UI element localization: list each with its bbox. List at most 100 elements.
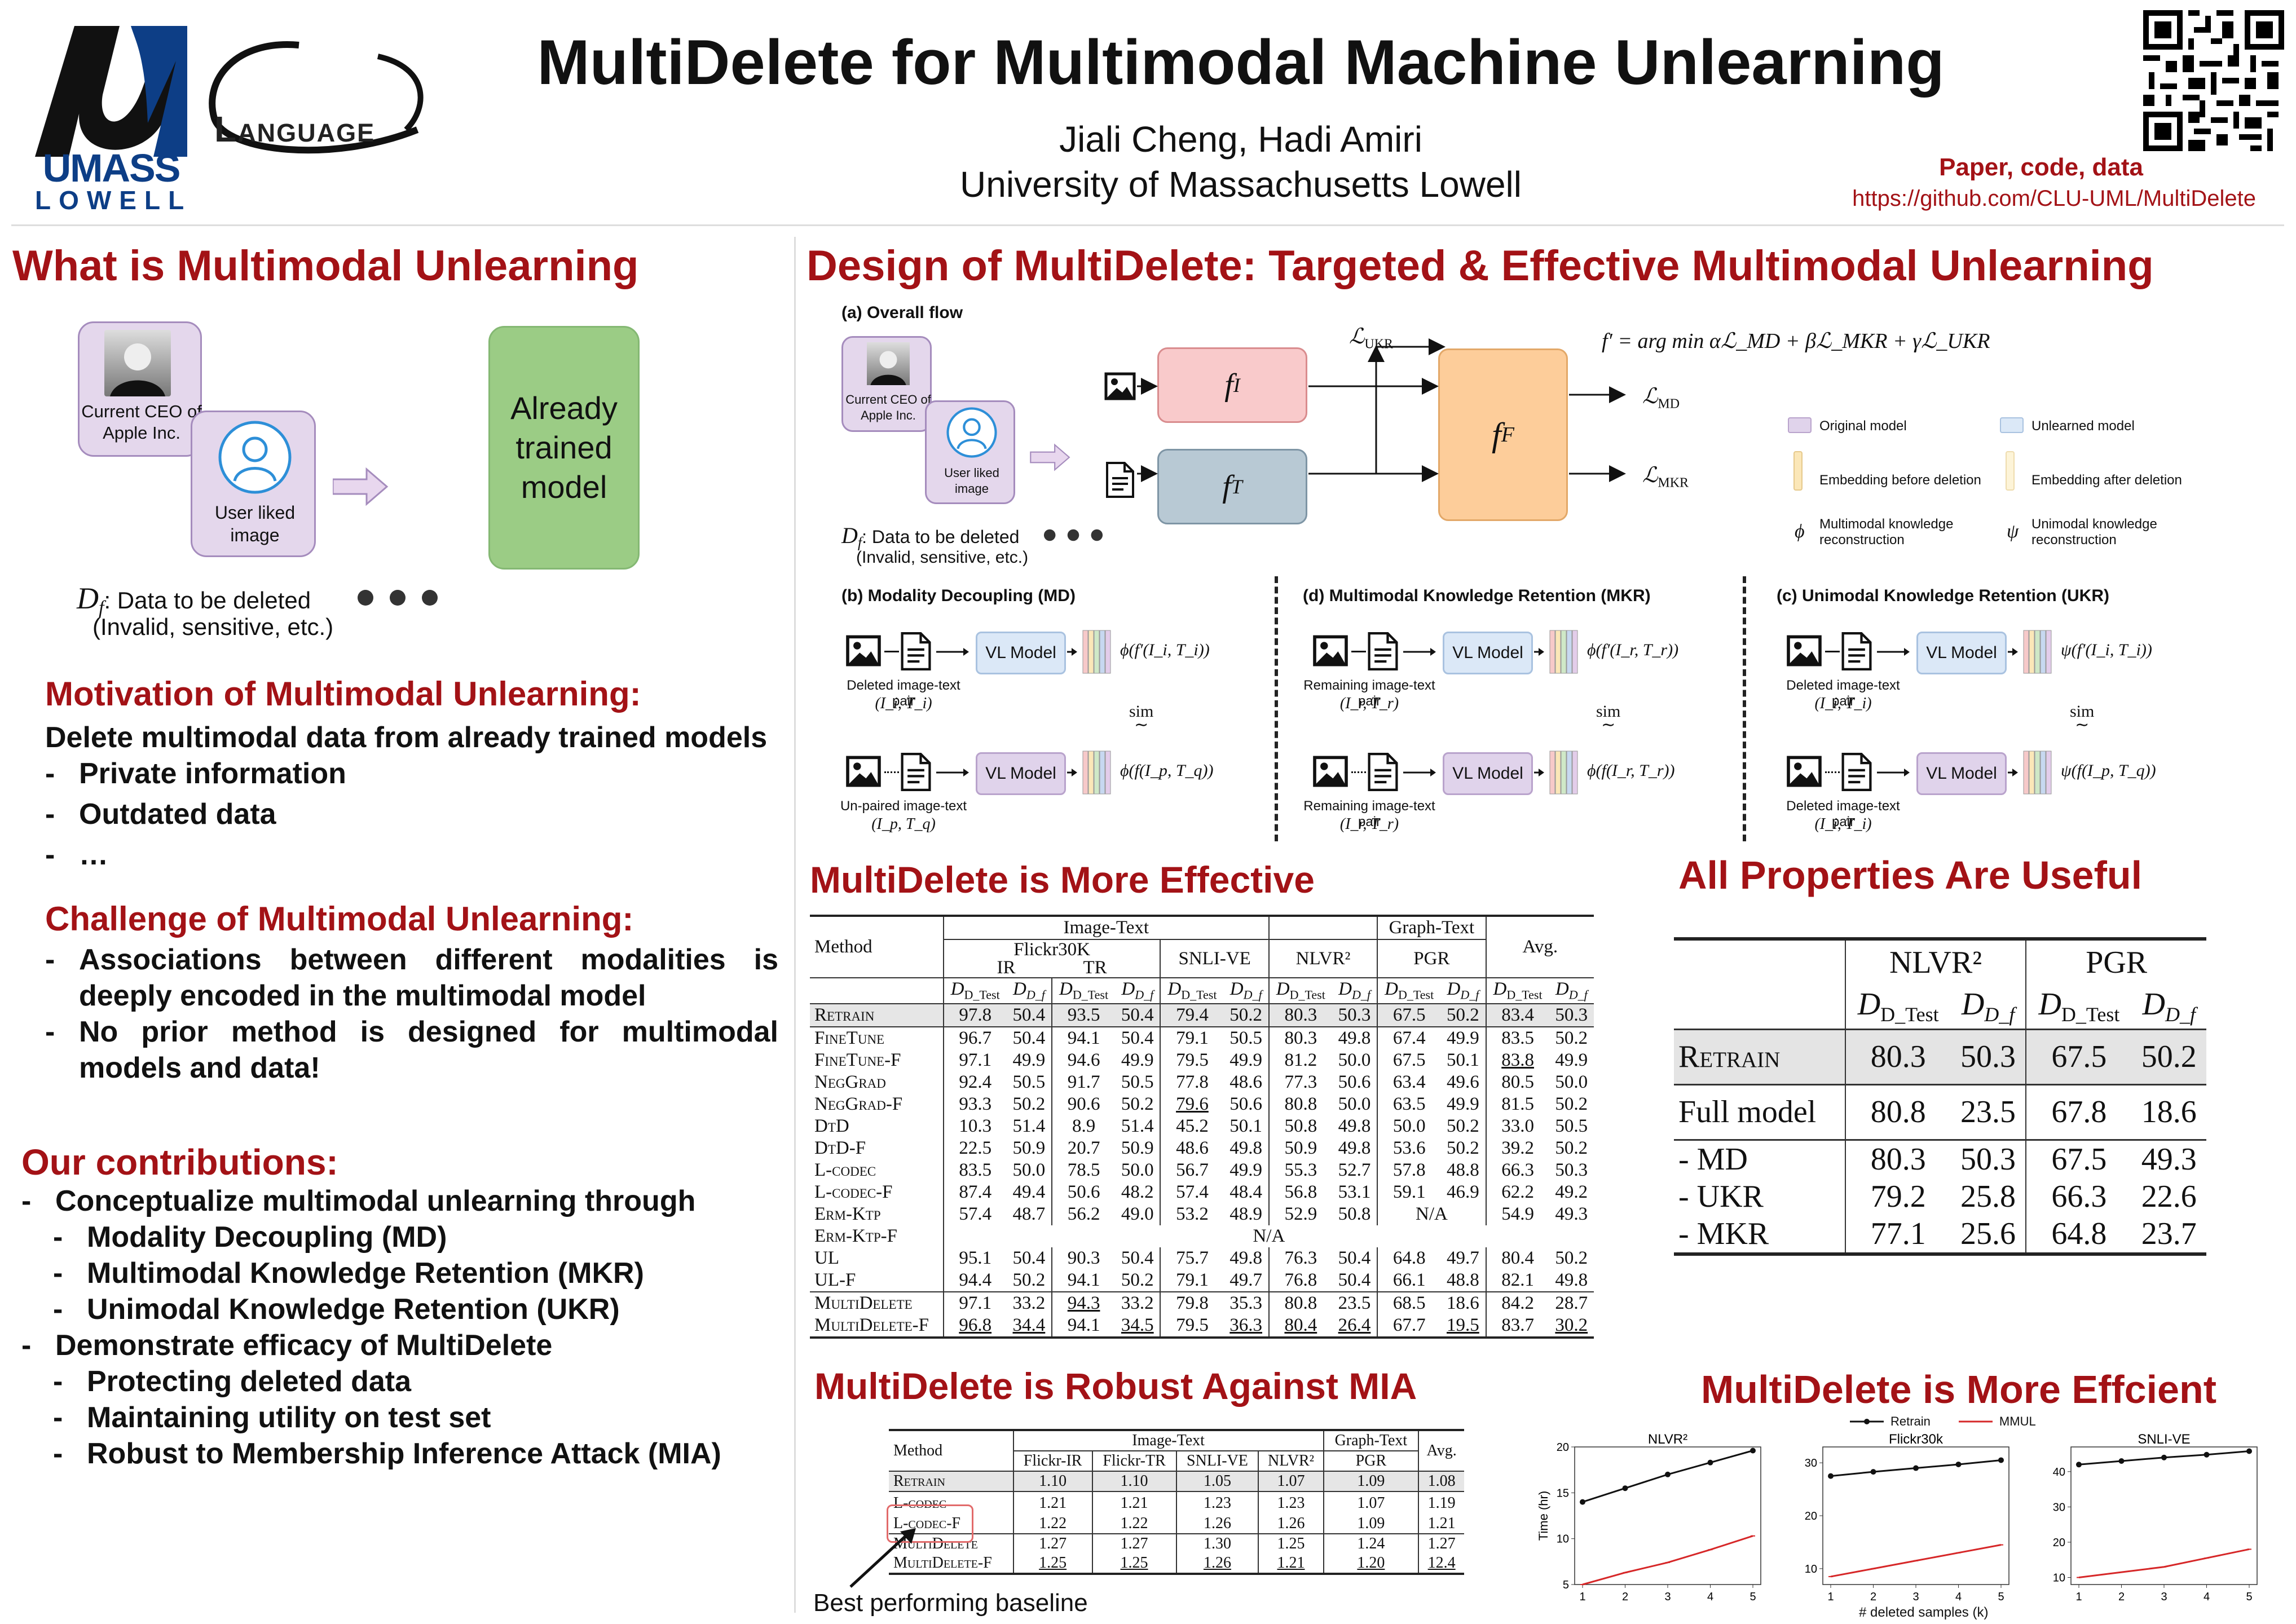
table-cell: 55.3 (1268, 1159, 1332, 1181)
table-cell: 90.3 (1051, 1247, 1116, 1269)
table-cell: 33.2 (1012, 1292, 1046, 1313)
legend-original: Original model (1819, 418, 1907, 434)
table-cell: 50.4 (1012, 1247, 1046, 1268)
table-cell: 81.2 (1268, 1049, 1332, 1071)
table-cell: 50.4 (1121, 1247, 1154, 1268)
table-cell: 50.9 (1268, 1137, 1332, 1159)
table-cell: 50.9 (1012, 1137, 1046, 1158)
table-cell: 80.3 (1844, 1029, 1951, 1084)
panel-divider (1275, 576, 1278, 841)
row-label: Erm-Ktp-F (814, 1225, 897, 1246)
design-section-title: Design of MultiDelete: Targeted & Effect… (807, 242, 2154, 290)
col-header: Flickr-IR (1012, 1451, 1092, 1471)
table-cell: 67.4 (1377, 1026, 1441, 1049)
table-cell: 64.8 (1377, 1247, 1441, 1269)
image-icon (1104, 372, 1136, 400)
row-label: L-codec-F (893, 1515, 961, 1532)
legend-swatch-unlearned (2000, 417, 2024, 433)
y-tick-label: 20 (1805, 1510, 1817, 1522)
legend-emb-after: Embedding after deletion (2031, 473, 2182, 488)
row-label: UL (814, 1247, 839, 1268)
table-cell: 50.4 (1338, 1269, 1371, 1290)
image-icon (846, 756, 881, 787)
table-cell: 50.4 (1338, 1247, 1371, 1268)
table-cell: 50.2 (1555, 1027, 1588, 1048)
contrib-list: -Conceptualize multimodal unlearning thr… (21, 1183, 788, 1472)
pair-variables: (I_r, T_r) (1339, 695, 1399, 712)
col-header-dtest: DD_Test (1844, 984, 1951, 1029)
arrow-right-icon (1534, 648, 1544, 656)
github-link[interactable]: https://github.com/CLU-UML/MultiDelete (1852, 186, 2256, 211)
table-cell: 1.25 (1091, 1554, 1176, 1574)
table-cell: 50.2 (1555, 1247, 1588, 1268)
flow-user-label: User liked image (944, 466, 999, 496)
umass-wordmark: UMASS (42, 146, 181, 190)
table-cell: 93.3 (942, 1093, 1007, 1115)
x-tick-label: 4 (1955, 1591, 1962, 1603)
vl-model-box: VL Model (1916, 632, 2007, 674)
motivation-list: Delete multimodal data from already trai… (45, 720, 795, 877)
row-label: FineTune (814, 1027, 885, 1048)
y-tick-label: 20 (1557, 1441, 1569, 1454)
table-cell: 96.7 (942, 1026, 1007, 1049)
table-cell: 67.5 (1377, 1049, 1441, 1071)
table-cell: 80.3 (1268, 1003, 1332, 1027)
col-header-df: DD_f (1012, 979, 1045, 1002)
table-cell: 23.5 (1960, 1095, 2016, 1129)
row-label: Retrain (1678, 1039, 1781, 1074)
table-cell: 79.5 (1160, 1049, 1224, 1071)
table-cell: 49.9 (1229, 1049, 1263, 1070)
table-cell: 50.2 (1229, 1004, 1263, 1025)
col-header: Flickr-TR (1091, 1451, 1176, 1471)
data-point (2118, 1458, 2125, 1464)
table-cell: 83.4 (1485, 1003, 1549, 1027)
table-cell: 50.5 (1012, 1071, 1046, 1092)
table-cell: 50.4 (1012, 1004, 1046, 1025)
table-cell: 26.4 (1338, 1314, 1371, 1335)
table-cell: 49.3 (2141, 1141, 2197, 1177)
plot-frame (2070, 1446, 2258, 1585)
table-cell: 1.05 (1175, 1471, 1259, 1491)
phi-symbol: ϕ (1795, 521, 1805, 542)
row-label: L-codec (814, 1159, 876, 1180)
vl-model-box: VL Model (1443, 632, 1533, 674)
x-tick-label: 3 (1664, 1591, 1671, 1603)
table-cell: 33.2 (1121, 1292, 1154, 1313)
document-icon (901, 753, 931, 791)
table-cell: 78.5 (1051, 1159, 1116, 1181)
embedding-stack-icon (1082, 751, 1111, 795)
col-header: PGR (1323, 1451, 1419, 1471)
flow-df-note: (Invalid, sensitive, etc.) (856, 548, 1029, 567)
umass-emblem-icon (35, 26, 187, 161)
panel-ukr: (c) Unimodal Knowledge Retention (UKR) V… (1765, 586, 2194, 835)
table-cell: 20.7 (1051, 1137, 1116, 1159)
table-cell: 68.5 (1377, 1291, 1441, 1314)
ceo-card: Current CEO of Apple Inc. (78, 321, 202, 457)
table-cell: 91.7 (1051, 1071, 1116, 1093)
document-icon (901, 632, 931, 670)
arrow-right-icon (2008, 769, 2018, 776)
table-cell: 1.25 (1012, 1554, 1092, 1574)
table-cell: 1.30 (1175, 1534, 1259, 1554)
person-photo-icon (110, 343, 165, 396)
ceo-label: Current CEO of Apple Inc. (81, 401, 202, 443)
document-icon (1841, 632, 1872, 670)
table-cell: 56.2 (1051, 1203, 1116, 1225)
table-cell: 49.2 (1555, 1181, 1588, 1202)
legend-phi: Multimodal knowledge reconstruction (1819, 517, 1954, 548)
table-cell: 49.8 (1338, 1137, 1371, 1158)
col-header-dtest: DD_Test (1268, 978, 1332, 1004)
list-item: -… (45, 839, 108, 871)
links-label: Paper, code, data (1939, 153, 2143, 181)
data-point (1665, 1471, 1671, 1477)
table-cell: 28.7 (1555, 1292, 1588, 1313)
table-cell: 48.8 (1447, 1269, 1479, 1290)
table-cell: 50.3 (1960, 1039, 2016, 1074)
data-point (2246, 1448, 2252, 1454)
